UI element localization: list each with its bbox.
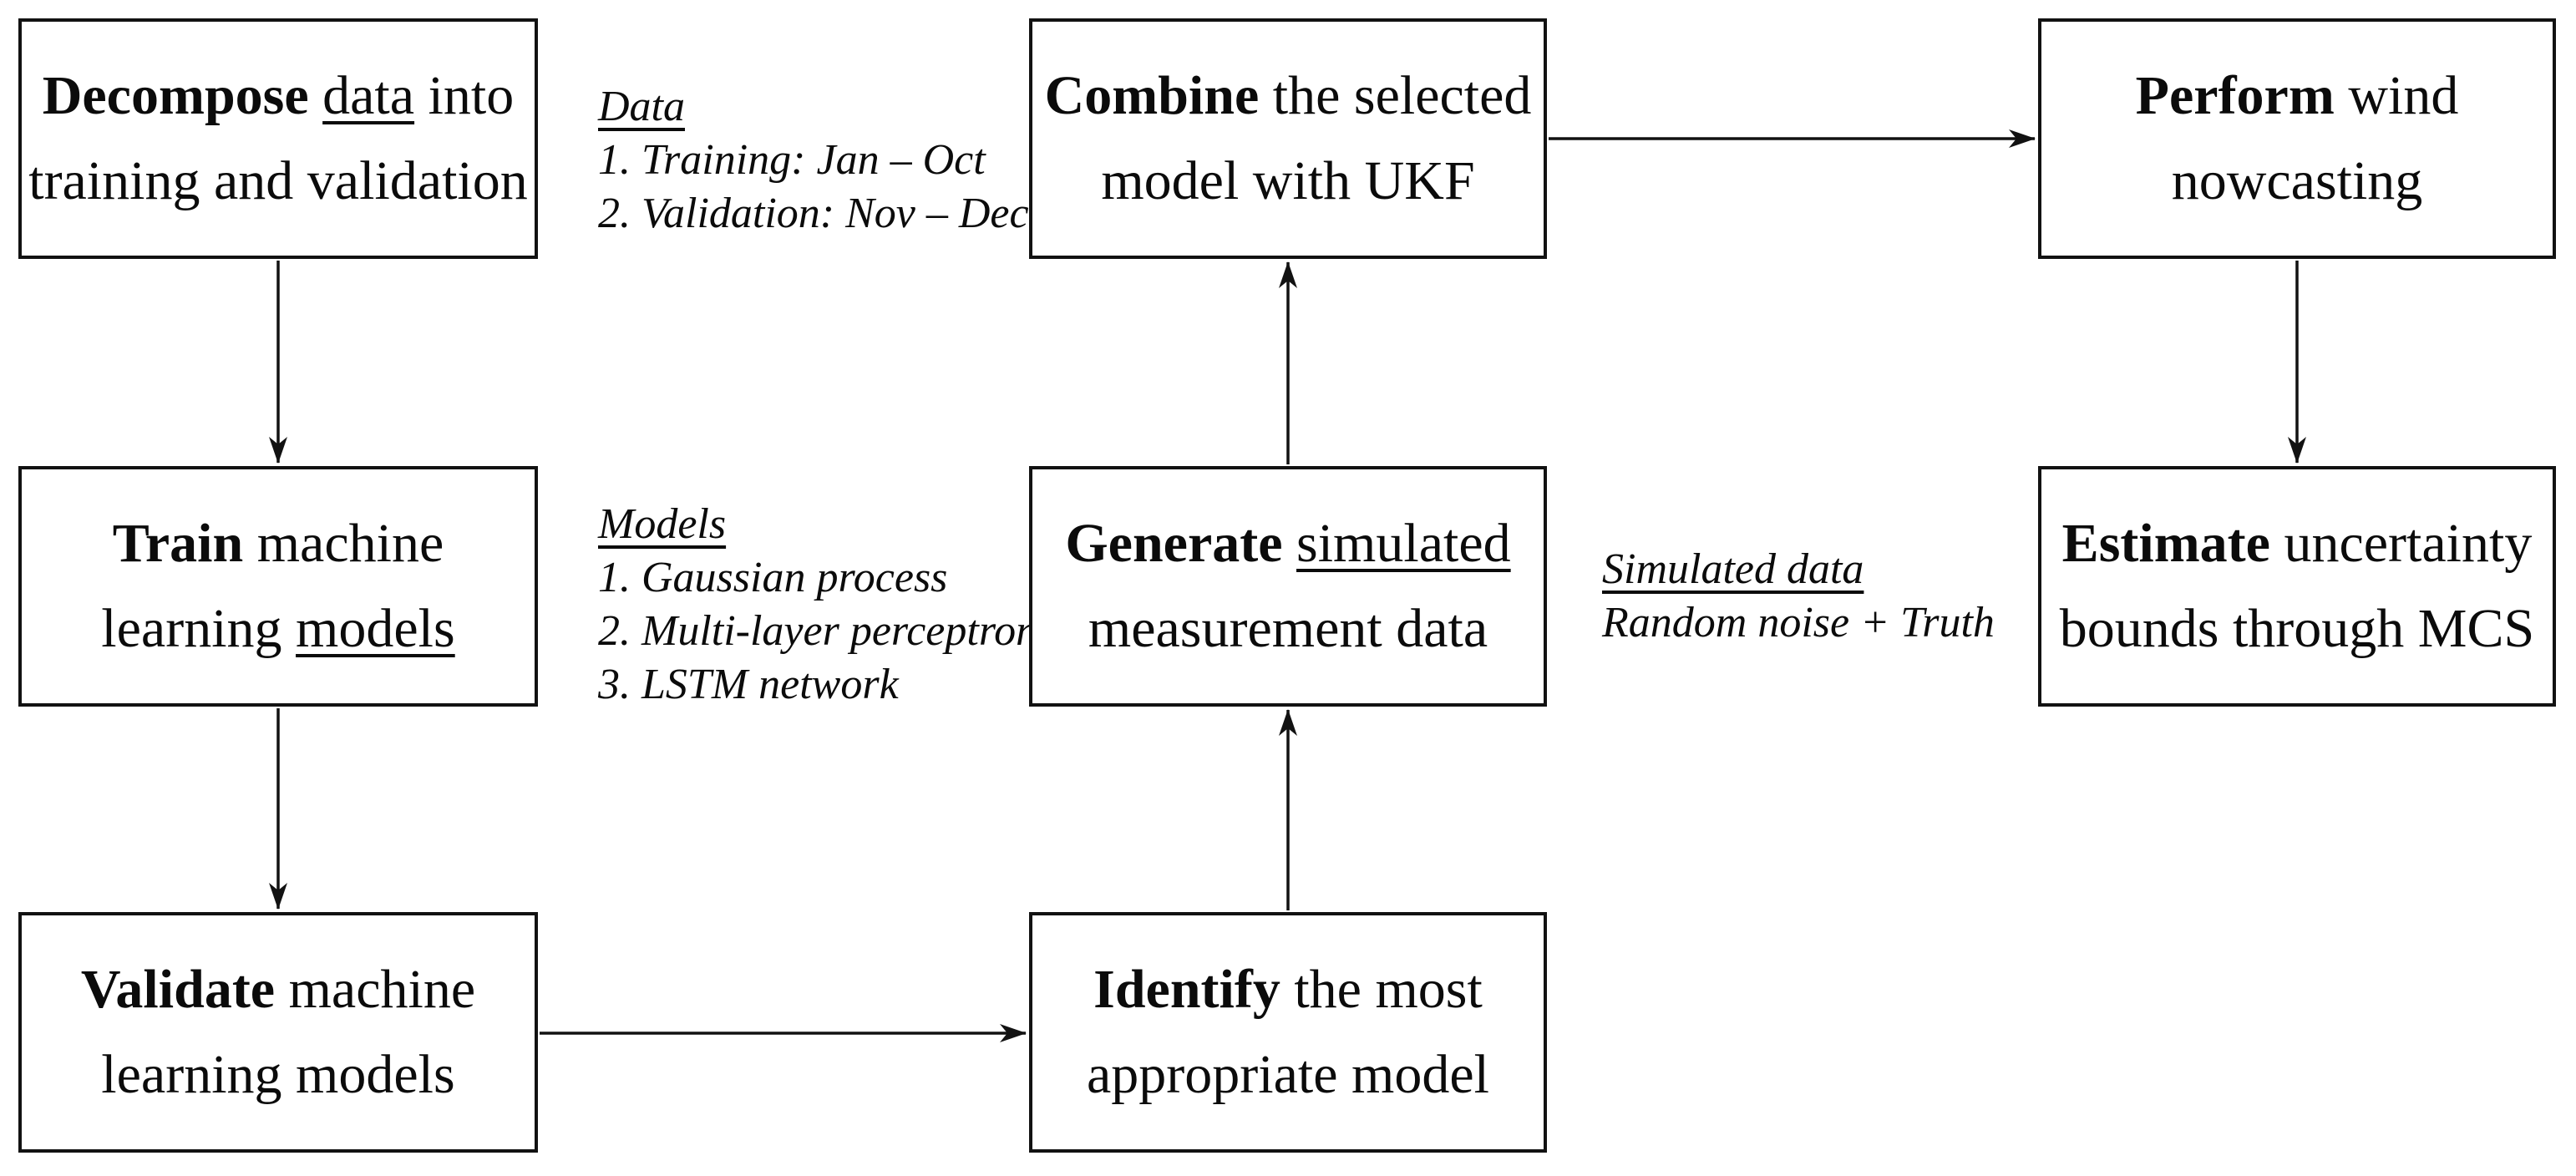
text-line: Identify the most — [1093, 947, 1483, 1032]
text-segment: simulated — [1296, 513, 1511, 574]
text-segment: Models — [598, 500, 727, 548]
text-segment: Identify — [1093, 959, 1280, 1020]
flow-box-estimate-uncertainty: Estimate uncertainty bounds through MCS — [2038, 466, 2556, 707]
text-segment: data — [322, 65, 415, 126]
text-line: Train machine — [113, 501, 444, 586]
text-line: Data — [598, 80, 1029, 134]
text-segment: learning — [101, 598, 297, 659]
note-models-list: Models 1. Gaussian process 2. Multi-layer … — [598, 498, 1037, 712]
text-line: Estimate uncertainty — [2062, 501, 2533, 586]
text-segment: 1. Training: Jan – Oct — [598, 136, 986, 184]
text-segment: training and validation — [28, 150, 528, 211]
text-segment: Train — [112, 513, 244, 574]
text-line: Simulated data — [1602, 543, 1995, 596]
text-segment: 1. Gaussian process — [598, 554, 948, 601]
note-data-split: Data 1. Training: Jan – Oct 2. Validation:… — [598, 80, 1029, 241]
text-line: measurement data — [1088, 586, 1488, 672]
text-line: 1. Gaussian process — [598, 551, 1037, 605]
flow-box-validate-models: Validate machine learning models — [18, 912, 538, 1153]
text-segment: Perform — [2135, 65, 2335, 126]
text-line: appropriate model — [1087, 1032, 1489, 1118]
flow-box-decompose-data: Decompose data into training and validati… — [18, 18, 538, 259]
text-line: Generate simulated — [1065, 501, 1510, 586]
text-segment: Generate — [1065, 513, 1283, 574]
text-line: model with UKF — [1101, 139, 1474, 224]
flow-box-identify-model: Identify the most appropriate model — [1029, 912, 1547, 1153]
text-line: 2. Validation: Nov – Dec — [598, 187, 1029, 241]
text-line: 3. LSTM network — [598, 658, 1037, 712]
text-line: 2. Multi-layer perceptron — [598, 605, 1037, 658]
text-line: learning models — [101, 1032, 454, 1118]
text-segment: models — [296, 598, 455, 659]
text-segment: the selected — [1259, 65, 1532, 126]
text-segment: Data — [598, 83, 685, 130]
text-segment: the most — [1280, 959, 1483, 1020]
text-line: Combine the selected — [1045, 53, 1532, 139]
text-segment: model with UKF — [1101, 150, 1475, 211]
text-segment: wind — [2334, 65, 2459, 126]
text-line: 1. Training: Jan – Oct — [598, 134, 1029, 187]
text-segment — [1283, 513, 1297, 574]
text-segment: learning models — [101, 1044, 455, 1105]
text-segment: Combine — [1044, 65, 1260, 126]
text-segment: uncertainty — [2269, 513, 2533, 574]
text-line: nowcasting — [2172, 139, 2423, 224]
text-segment: Decompose — [42, 65, 309, 126]
text-line: Models — [598, 498, 1037, 551]
text-line: Decompose data into — [43, 53, 515, 139]
text-segment: machine — [243, 513, 444, 574]
text-line: Validate machine — [81, 947, 475, 1032]
text-segment: Random noise + Truth — [1602, 599, 1995, 646]
flow-box-generate-simulated: Generate simulated measurement data — [1029, 466, 1547, 707]
text-segment — [309, 65, 323, 126]
text-segment: into — [414, 65, 515, 126]
text-segment: Estimate — [2061, 513, 2270, 574]
text-segment: 2. Validation: Nov – Dec — [598, 190, 1029, 237]
text-segment: appropriate model — [1087, 1044, 1489, 1105]
text-segment: machine — [275, 959, 476, 1020]
text-segment: Simulated data — [1602, 545, 1864, 593]
text-line: Random noise + Truth — [1602, 596, 1995, 650]
text-line: learning models — [101, 586, 454, 672]
text-segment: measurement data — [1088, 598, 1488, 659]
text-segment: bounds through MCS — [2059, 598, 2535, 659]
text-segment: 2. Multi-layer perceptron — [598, 607, 1038, 655]
text-segment: Validate — [80, 959, 276, 1020]
text-segment: 3. LSTM network — [598, 661, 899, 708]
text-line: bounds through MCS — [2060, 586, 2534, 672]
text-line: training and validation — [28, 139, 528, 224]
text-line: Perform wind — [2136, 53, 2459, 139]
flow-box-perform-nowcasting: Perform wind nowcasting — [2038, 18, 2556, 259]
flow-box-combine-ukf: Combine the selected model with UKF — [1029, 18, 1547, 259]
text-segment: nowcasting — [2171, 150, 2423, 211]
